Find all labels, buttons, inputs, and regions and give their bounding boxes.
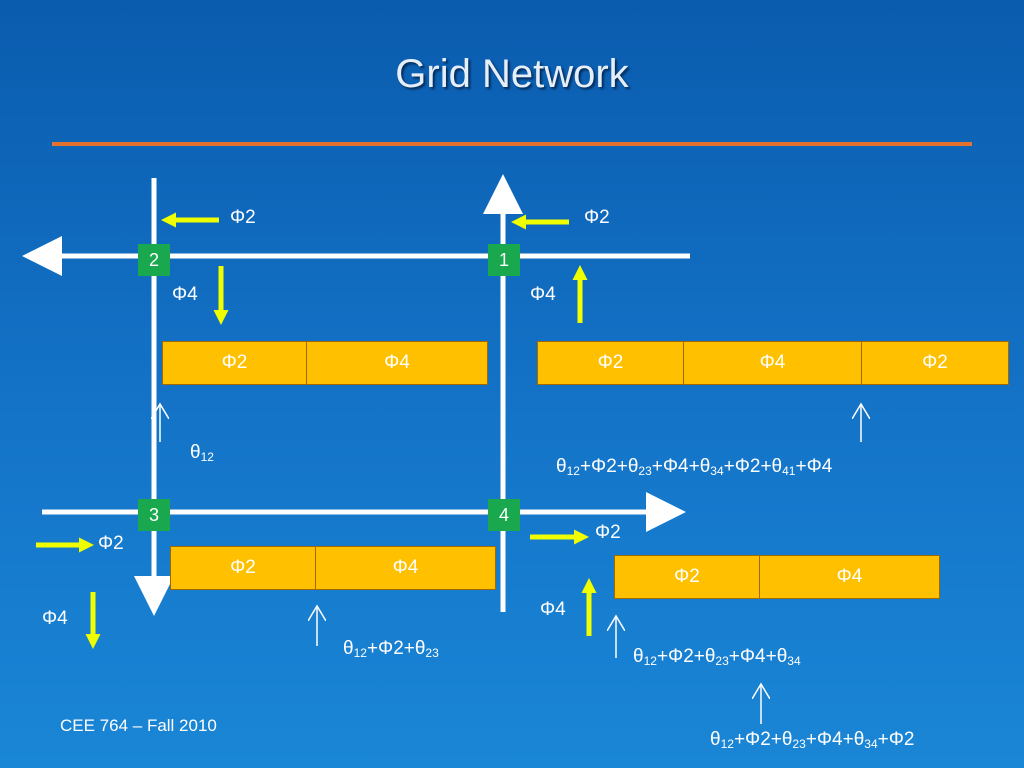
formula-subscript: 12 [720,737,734,751]
formula-subscript: 23 [425,646,439,660]
phase-cell: Φ2 [862,342,1008,384]
formula-term: +Φ2+θ [656,646,716,667]
phase-bar-node1: Φ2 Φ4 Φ2 [537,341,1009,385]
node-2: 2 [138,244,170,276]
formula-term: +Φ2+θ [366,638,426,659]
formula-term: +Φ2+θ [579,456,639,477]
phase-cell: Φ4 [684,342,862,384]
formula-subscript: 12 [643,654,657,668]
formula-term: θ [710,729,721,750]
formula-subscript: 34 [710,464,724,478]
node-4: 4 [488,499,520,531]
phase-cell: Φ2 [171,547,316,589]
formula-term: +Φ4+θ [651,456,711,477]
offset-formula-node2: θ12 [190,442,214,464]
formula-term: +Φ4+θ [805,729,865,750]
node1-left-label: Φ2 [584,207,610,228]
formula-term: θ [190,442,201,463]
formula-term: +Φ2+θ [723,456,783,477]
formula-subscript: 12 [200,450,214,464]
slide-title: Grid Network [395,52,629,96]
formula-subscript: 23 [638,464,652,478]
formula-term: θ [556,456,567,477]
phase-cell: Φ2 [163,342,307,384]
offset-formula-node1: θ12+Φ2+θ23+Φ4+θ34+Φ2+θ41+Φ4 [556,456,832,478]
formula-subscript: 12 [566,464,580,478]
phase-cell: Φ4 [316,547,495,589]
node3-down-label: Φ4 [42,608,68,629]
node4-up-label: Φ4 [540,599,566,620]
node2-down-label: Φ4 [172,284,198,305]
offset-formula-node4a: θ12+Φ2+θ23+Φ4+θ34 [633,646,801,668]
phase-cell: Φ2 [538,342,684,384]
formula-term: θ [633,646,644,667]
formula-subscript: 23 [715,654,729,668]
formula-term: θ [343,638,354,659]
formula-term: +Φ4 [795,456,833,477]
slide-footer: CEE 764 – Fall 2010 [60,716,217,735]
node3-right-label: Φ2 [98,533,124,554]
formula-term: +Φ4+θ [728,646,788,667]
phase-bar-node3: Φ2 Φ4 [170,546,496,590]
formula-term: +Φ2+θ [733,729,793,750]
node-3: 3 [138,499,170,531]
node4-right-label: Φ2 [595,522,621,543]
formula-subscript: 41 [782,464,796,478]
node-1: 1 [488,244,520,276]
offset-formula-node4b: θ12+Φ2+θ23+Φ4+θ34+Φ2 [710,729,914,751]
formula-subscript: 12 [353,646,367,660]
node1-up-label: Φ4 [530,284,556,305]
formula-subscript: 23 [792,737,806,751]
formula-subscript: 34 [864,737,878,751]
phase-bar-node2: Φ2 Φ4 [162,341,488,385]
node2-left-label: Φ2 [230,207,256,228]
formula-subscript: 34 [787,654,801,668]
offset-formula-node3: θ12+Φ2+θ23 [343,638,439,660]
title-underline [52,142,972,146]
phase-bar-node4: Φ2 Φ4 [614,555,940,599]
phase-cell: Φ2 [615,556,760,598]
phase-cell: Φ4 [307,342,487,384]
formula-term: +Φ2 [877,729,915,750]
phase-cell: Φ4 [760,556,939,598]
